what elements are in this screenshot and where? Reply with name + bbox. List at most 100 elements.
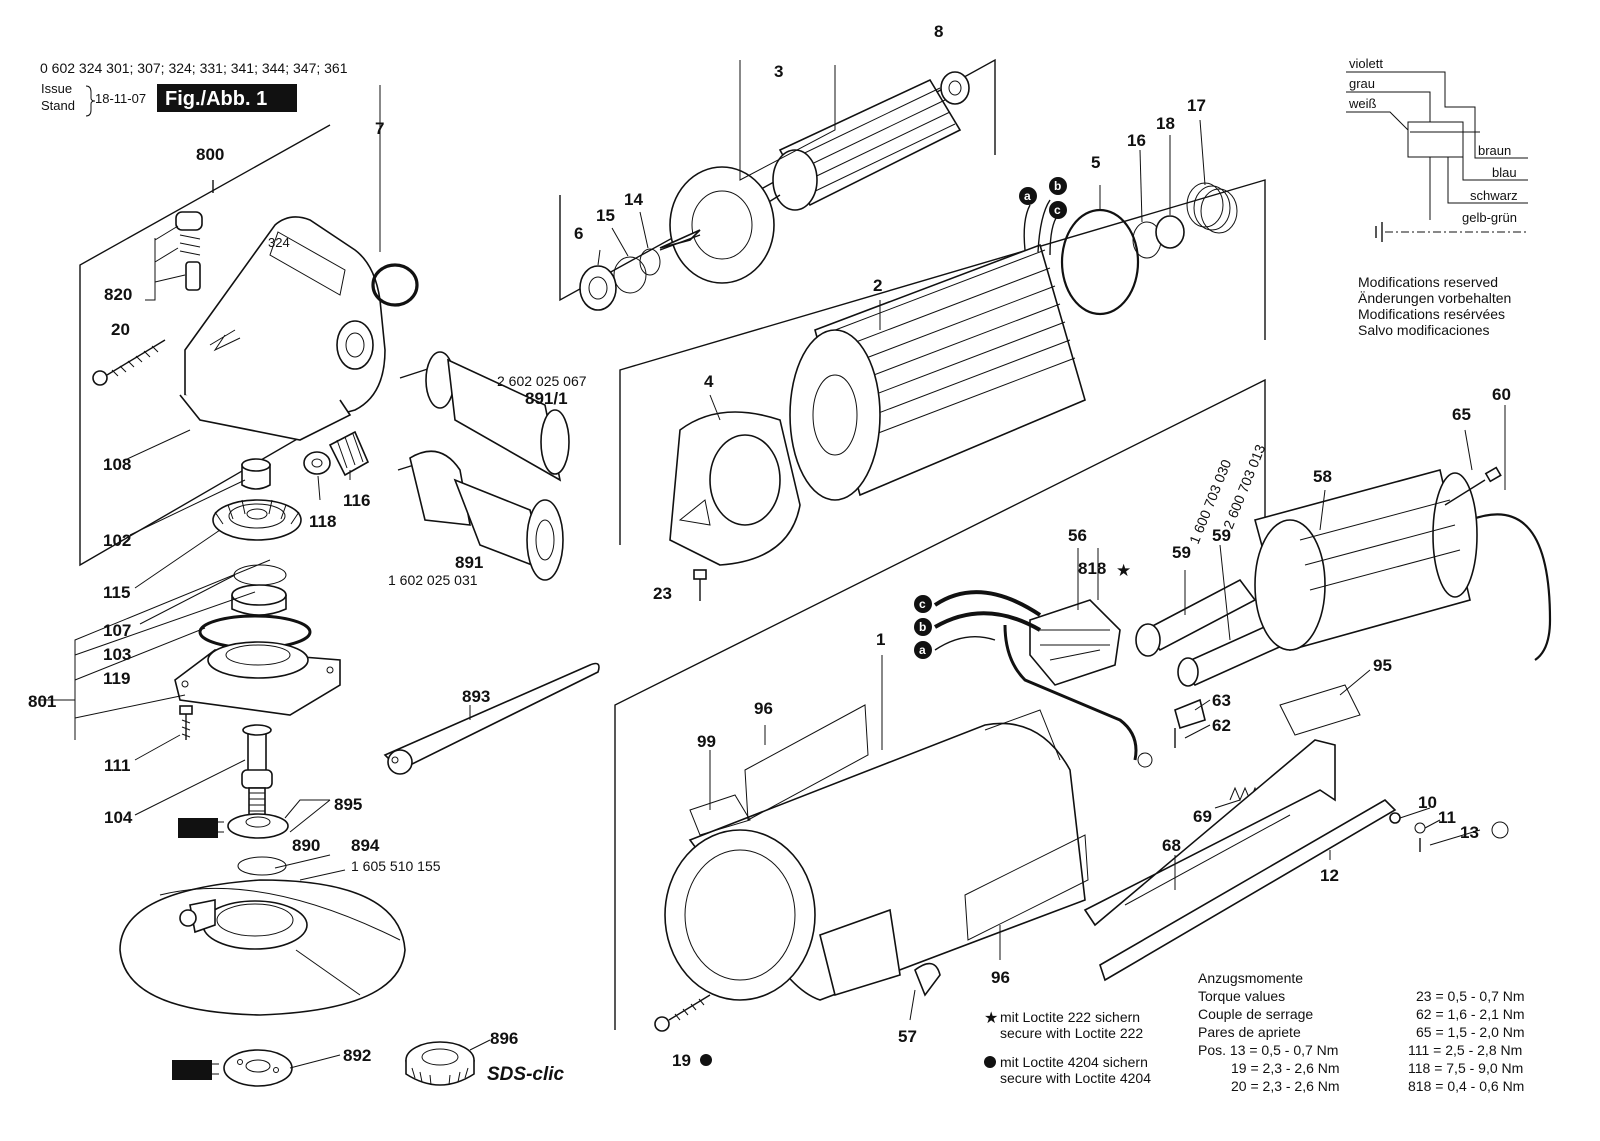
label-96-bottom <box>964 834 1089 941</box>
bevel-gear-115 <box>212 499 302 541</box>
loctite-dot-icon <box>700 1054 712 1066</box>
label-1: 1 <box>876 630 885 649</box>
wire-color-gelb-gruen: gelb-grün <box>1462 210 1517 225</box>
figure-label: Fig./Abb. 1 <box>165 88 267 110</box>
label-56: 56 <box>1068 526 1087 545</box>
star-icon: ★ <box>984 1010 998 1027</box>
label-20: 20 <box>111 320 130 339</box>
label-891: 891 <box>455 553 483 572</box>
label-60: 60 <box>1492 385 1511 404</box>
guard-part-number: 1 605 510 155 <box>351 858 441 874</box>
label-62: 62 <box>1212 716 1231 735</box>
wire-color-weiss: weiß <box>1348 96 1377 111</box>
label-96-top: 96 <box>754 699 773 718</box>
label-12: 12 <box>1320 866 1339 885</box>
torque-title-es: Pares de apriete <box>1198 1024 1301 1040</box>
wire-marker-a <box>914 641 932 659</box>
label-800: 800 <box>196 145 224 164</box>
label-16: 16 <box>1127 131 1146 150</box>
group-frame-800 <box>79 124 331 567</box>
label-63: 63 <box>1212 691 1231 710</box>
o-ring-890 <box>237 856 287 876</box>
svg-text:secure with Loctite 4204: secure with Loctite 4204 <box>1000 1070 1151 1086</box>
svg-text:a: a <box>919 643 926 657</box>
torque-row-111: 111 = 2,5 - 2,8 Nm <box>1408 1042 1522 1058</box>
wire-color-violett: violett <box>1349 56 1383 71</box>
svg-text:b: b <box>919 620 926 634</box>
label-13: 13 <box>1460 823 1479 842</box>
label-57: 57 <box>898 1027 917 1046</box>
label-14: 14 <box>624 190 643 209</box>
wire-markers: a b c c b a <box>914 177 1067 659</box>
slide-68 <box>1083 739 1336 927</box>
label-23: 23 <box>653 584 672 603</box>
label-104: 104 <box>104 808 133 827</box>
wire-color-grau: grau <box>1349 76 1375 91</box>
svg-text:c: c <box>1054 203 1061 217</box>
switch-56 <box>1029 599 1121 686</box>
label-15: 15 <box>596 206 615 225</box>
svg-text:secure with Loctite 222: secure with Loctite 222 <box>1000 1025 1143 1041</box>
wire-color-blau: blau <box>1492 165 1517 180</box>
label-68: 68 <box>1162 836 1181 855</box>
torque-row-13: Pos. 13 = 0,5 - 0,7 Nm <box>1198 1042 1338 1058</box>
label-2: 2 <box>873 276 882 295</box>
label-103: 103 <box>103 645 131 664</box>
dot-icon <box>984 1056 996 1068</box>
bearing-18 <box>1155 215 1185 249</box>
wire-marker-b <box>914 618 932 636</box>
field-frame <box>619 179 1266 545</box>
wire-marker-a-top <box>1019 187 1037 205</box>
screw-20 <box>92 339 166 386</box>
screw-23 <box>693 569 707 580</box>
wire-marker-c <box>914 595 932 613</box>
label-102: 102 <box>103 531 131 550</box>
label-65: 65 <box>1452 405 1471 424</box>
label-99 <box>689 794 751 836</box>
wire-marker-c-top <box>1049 201 1067 219</box>
svg-text:Salvo modificaciones: Salvo modificaciones <box>1358 322 1490 338</box>
label-11: 11 <box>1438 808 1456 827</box>
label-59-sleeve: 59 <box>1172 543 1191 562</box>
label-119: 119 <box>103 669 130 688</box>
switch-rod-12 <box>1099 798 1397 982</box>
part-number-labels: 800 820 20 108 102 115 107 103 119 801 1… <box>28 22 1511 1070</box>
torque-row-20: 20 = 2,3 - 2,6 Nm <box>1231 1078 1340 1094</box>
label-111: 111 <box>104 756 131 775</box>
label-99: 99 <box>697 732 716 751</box>
loctite-notes: ★ mit Loctite 222 sichern secure with Lo… <box>984 1009 1151 1086</box>
modifications-notice: Modifications reserved Änderungen vorbeh… <box>1358 274 1511 338</box>
label-116: 116 <box>343 491 370 510</box>
label-890: 890 <box>292 836 320 855</box>
spring-washer-15 <box>613 256 647 294</box>
torque-row-62: 62 = 1,6 - 2,1 Nm <box>1416 1006 1525 1022</box>
model-numbers: 0 602 324 301; 307; 324; 331; 341; 344; … <box>40 60 348 76</box>
cable-clamp-63 <box>1174 698 1206 730</box>
bearing-cover-4 <box>669 411 801 566</box>
torque-title-en: Torque values <box>1198 988 1285 1004</box>
label-893: 893 <box>462 687 490 706</box>
figure-label-box <box>157 84 297 112</box>
snap-ring-14 <box>639 248 661 276</box>
label-896: 896 <box>490 1029 518 1048</box>
housing-frame <box>614 378 1266 1030</box>
label-820: 820 <box>104 285 132 304</box>
nut-118 <box>303 451 331 475</box>
label-892: 892 <box>343 1046 371 1065</box>
svg-text:mit Loctite 4204 sichern: mit Loctite 4204 sichern <box>1000 1054 1148 1070</box>
svg-text:b: b <box>1054 179 1061 193</box>
gear-head-group: 324 <box>40 124 565 1087</box>
stand-label: Stand <box>41 98 75 113</box>
ground-symbol-13 <box>1491 821 1509 839</box>
motor-housing-1 <box>664 709 1086 1001</box>
handle-part-number-891-1: 2 602 025 067 <box>497 373 587 389</box>
wire-color-braun: braun <box>1478 143 1511 158</box>
label-95: 95 <box>1373 656 1392 675</box>
torque-row-65: 65 = 1,5 - 2,0 Nm <box>1416 1024 1525 1040</box>
svg-text:a: a <box>1024 189 1031 203</box>
sds-clic-nut-896 <box>405 1041 475 1086</box>
label-69: 69 <box>1193 807 1212 826</box>
svg-text:Änderungen vorbehalten: Änderungen vorbehalten <box>1358 290 1511 306</box>
torque-row-19: 19 = 2,3 - 2,6 Nm <box>1231 1060 1340 1076</box>
label-8: 8 <box>934 22 943 41</box>
